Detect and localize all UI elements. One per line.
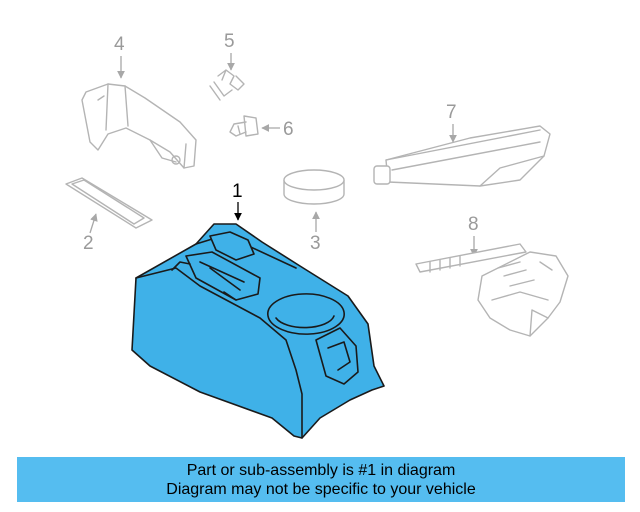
part-4-bracket: 4	[81, 34, 197, 169]
callout-1: 1	[232, 181, 243, 202]
leader-2	[89, 213, 98, 234]
part-3-ring: 3	[283, 169, 345, 254]
banner-line-1: Part or sub-assembly is #1 in diagram	[186, 461, 456, 479]
info-banner: Part or sub-assembly is #1 in diagram Di…	[17, 457, 625, 502]
part-5-clip: 5	[209, 31, 245, 101]
part-1-center-console: 1	[131, 181, 385, 439]
part-8-shifter: 8	[415, 214, 569, 337]
part-2-pad: 2	[65, 177, 153, 254]
callout-3: 3	[310, 233, 321, 254]
callout-7: 7	[446, 102, 457, 123]
banner-line-2: Diagram may not be specific to your vehi…	[166, 480, 476, 498]
callout-8: 8	[468, 214, 479, 235]
parts-diagram: 4 5 6 7 2 3 8	[65, 31, 569, 439]
callout-5: 5	[224, 31, 235, 52]
part-7-cover: 7	[373, 102, 551, 187]
part-6-fastener: 6	[229, 115, 294, 140]
callout-4: 4	[114, 34, 125, 55]
callout-6: 6	[283, 119, 294, 140]
callout-2: 2	[83, 233, 94, 254]
